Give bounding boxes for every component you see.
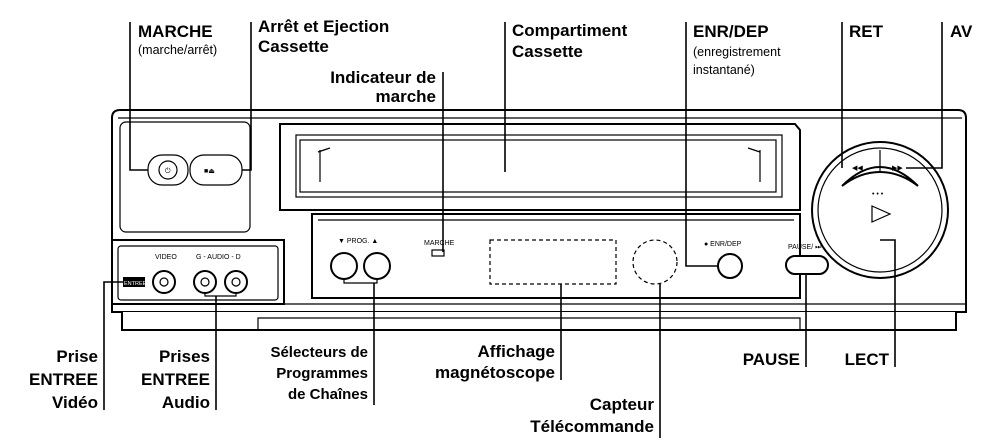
- rewind-icon: ◀◀: [852, 165, 863, 172]
- label-ret: RET: [849, 22, 884, 41]
- pause-button-group: PAUSE/ ⏭: [785, 244, 829, 275]
- label-prises-line2: ENTREE: [141, 370, 210, 389]
- label-marche: MARCHE: [138, 22, 213, 41]
- fast-forward-icon: ▶▶: [892, 165, 903, 172]
- label-arret-line2: Cassette: [258, 37, 329, 56]
- label-prise-line3: Vidéo: [52, 393, 98, 412]
- power-button[interactable]: [158, 160, 178, 180]
- front-panel: ▼ PROG. ▲ MARCHE ● ENR/DEP: [311, 213, 801, 299]
- label-capteur-line2: Télécommande: [530, 417, 654, 436]
- label-indicateur-line1: Indicateur de: [330, 68, 436, 87]
- input-badge: [123, 277, 145, 287]
- remote-sensor: [632, 239, 678, 285]
- audio-panel-label: G - AUDIO - D: [196, 254, 241, 261]
- label-selecteurs-line3: de Chaînes: [288, 386, 368, 403]
- power-icon: ⏻: [165, 167, 171, 175]
- video-input-jack[interactable]: [152, 270, 176, 294]
- label-compartiment-line1: Compartiment: [512, 21, 628, 40]
- marche-panel-label: MARCHE: [424, 240, 455, 247]
- label-affichage-line2: magnétoscope: [435, 363, 555, 382]
- dial-dots: • • •: [872, 191, 884, 198]
- rew-ff-rocker[interactable]: [841, 166, 919, 187]
- label-marche-sub: (marche/arrêt): [138, 43, 217, 57]
- label-compartiment-line2: Cassette: [512, 42, 583, 61]
- label-prises-line1: Prises: [159, 347, 210, 366]
- label-av: AV: [950, 22, 973, 41]
- label-prise-line1: Prise: [56, 347, 98, 366]
- prog-up-button[interactable]: [363, 252, 391, 280]
- pause-panel-label: PAUSE/ ⏭: [788, 244, 822, 251]
- label-capteur-line1: Capteur: [590, 395, 655, 414]
- label-enr: ENR/DEP: [693, 22, 769, 41]
- audio-right-jack[interactable]: [224, 270, 248, 294]
- play-icon: [871, 205, 892, 223]
- enr-panel-label: ● ENR/DEP: [704, 241, 742, 248]
- record-button[interactable]: [717, 253, 743, 279]
- input-jacks-panel: VIDEO G - AUDIO - D ENTREE: [111, 239, 285, 305]
- label-indicateur-line2: marche: [376, 87, 436, 106]
- label-selecteurs-line1: Sélecteurs de: [270, 344, 368, 361]
- video-panel-label: VIDEO: [155, 254, 177, 261]
- label-prises-line3: Audio: [162, 393, 210, 412]
- power-indicator-led: [431, 249, 445, 257]
- label-prise-line2: ENTREE: [29, 370, 98, 389]
- jog-dial: ◀◀ ▶▶ • • •: [811, 141, 949, 279]
- callout-lines: [103, 22, 943, 438]
- input-badge-text: ENTREE: [124, 281, 147, 287]
- vcr-display: [489, 239, 617, 285]
- prog-panel-label: ▼ PROG. ▲: [338, 238, 378, 245]
- label-pause: PAUSE: [743, 350, 800, 369]
- label-selecteurs-line2: Programmes: [276, 365, 368, 382]
- label-enr-sub1: (enregistrement: [693, 45, 781, 59]
- label-enr-sub2: instantané): [693, 63, 755, 77]
- label-arret-line1: Arrêt et Ejection: [258, 17, 389, 36]
- prog-down-button[interactable]: [330, 252, 358, 280]
- eject-icon: ■⏏: [204, 168, 215, 175]
- pause-button[interactable]: [785, 255, 829, 275]
- label-lect: LECT: [845, 350, 890, 369]
- cassette-compartment: [279, 123, 801, 211]
- audio-left-jack[interactable]: [193, 270, 217, 294]
- label-affichage-line1: Affichage: [478, 342, 555, 361]
